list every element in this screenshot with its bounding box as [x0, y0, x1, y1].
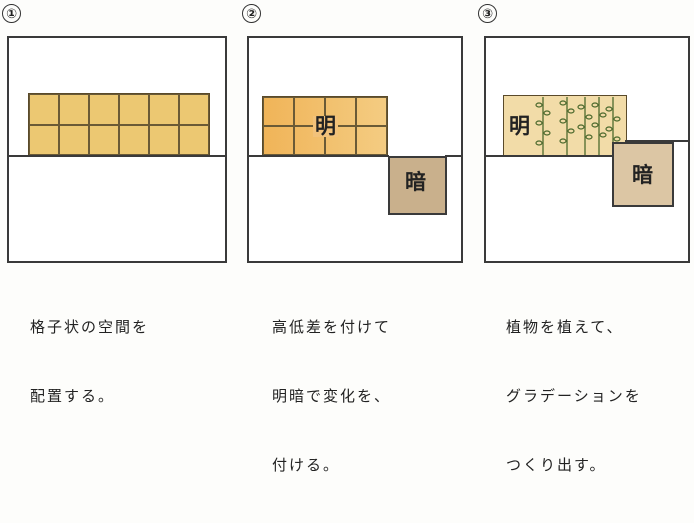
caption-2-line-1: 高低差を付けて: [272, 318, 392, 336]
step-number-1: ①: [2, 4, 21, 23]
level-line-2b: [445, 155, 463, 157]
caption-3-line-3: つくり出す。: [506, 456, 607, 474]
step-number-2: ②: [242, 4, 261, 23]
caption-3: 植物を植えて、 グラデーションを つくり出す。: [506, 270, 642, 523]
caption-3-line-1: 植物を植えて、: [506, 318, 624, 336]
level-line-3: [484, 155, 627, 157]
panel-1: ① 格子状の空間を 配置する。: [0, 0, 232, 405]
panel-2: ② 明 暗 高低差を付けて 明暗で変化を、 付ける。: [240, 0, 472, 474]
step-number-3: ③: [478, 4, 497, 23]
caption-1-line-2: 配置する。: [30, 387, 116, 405]
dark-block-2: [388, 156, 447, 215]
caption-1: 格子状の空間を 配置する。: [30, 270, 149, 454]
caption-2-line-2: 明暗で変化を、: [272, 387, 392, 405]
plants-icon: [535, 97, 621, 155]
dark-block-3: [612, 142, 674, 207]
caption-3-line-2: グラデーションを: [506, 387, 642, 405]
level-line-3b: [625, 140, 690, 142]
caption-1-line-1: 格子状の空間を: [30, 318, 150, 336]
panel-3: ③ 明 暗 植物を植えて、 グラデーションを つくり出す。: [476, 0, 694, 474]
grid-block-1: [28, 93, 210, 156]
dark-label-2: 暗: [405, 170, 426, 194]
light-label-2: 明: [313, 114, 338, 138]
caption-2-line-3: 付ける。: [272, 456, 341, 474]
level-line-2: [247, 155, 389, 157]
caption-2: 高低差を付けて 明暗で変化を、 付ける。: [272, 270, 391, 523]
dark-label-3: 暗: [632, 163, 653, 187]
level-line-1: [7, 155, 227, 157]
light-label-3: 明: [509, 114, 530, 138]
